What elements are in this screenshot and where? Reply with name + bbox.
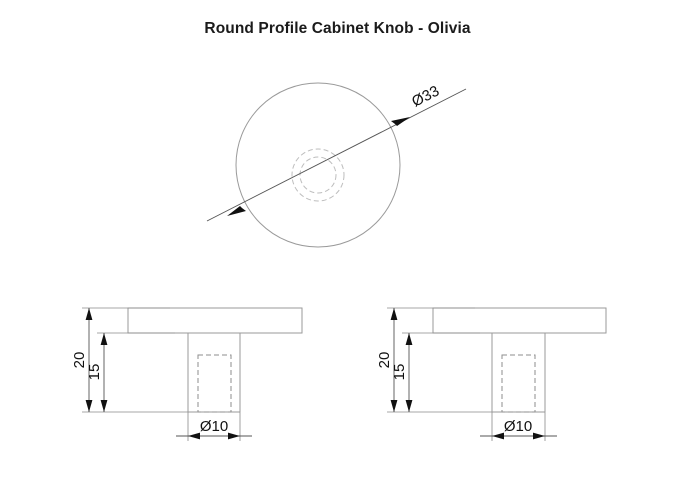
stem-bore-hidden-circle [299,156,337,194]
page-title: Round Profile Cabinet Knob - Olivia [204,20,471,37]
left-dim-arrow-stem-bottom [100,400,108,412]
left-elevation-group: 20 15 Ø10 [71,307,303,441]
stem-outer-hidden-circle [291,148,345,202]
right-dim-arrow-overall-bottom [390,400,398,412]
diameter-dimension-line [206,88,467,222]
left-stem-diameter-label: Ø10 [200,418,228,435]
top-view-group: Ø33 [206,82,467,248]
right-elevation-group: 20 15 Ø10 [376,307,607,441]
right-stem-hidden-bore [501,354,536,413]
left-stem-height-label: 15 [86,364,103,381]
left-dim-arrow-overall-bottom [85,400,93,412]
diameter-arrow-upper-right [391,117,410,126]
right-dim-arrow-dia-right [533,432,545,440]
diameter-arrow-lower-left [227,206,246,216]
right-dim-arrow-stem-bottom [405,400,413,412]
right-stem-diameter-label: Ø10 [504,418,532,435]
right-knob-cap [432,307,607,334]
top-diameter-label: Ø33 [409,83,442,111]
left-dim-arrow-dia-left [188,432,200,440]
right-overall-height-label: 20 [376,352,393,369]
left-stem-hidden-bore [197,354,232,413]
knob-outer-circle [235,82,401,248]
right-dim-arrow-stem-top [405,333,413,345]
left-knob-cap [127,307,303,334]
left-overall-height-label: 20 [71,352,88,369]
right-dim-arrow-overall-top [390,308,398,320]
left-dim-arrow-stem-top [100,333,108,345]
left-dim-arrow-dia-right [228,432,240,440]
right-dim-arrow-dia-left [492,432,504,440]
right-stem-height-label: 15 [391,364,408,381]
left-dim-arrow-overall-top [85,308,93,320]
